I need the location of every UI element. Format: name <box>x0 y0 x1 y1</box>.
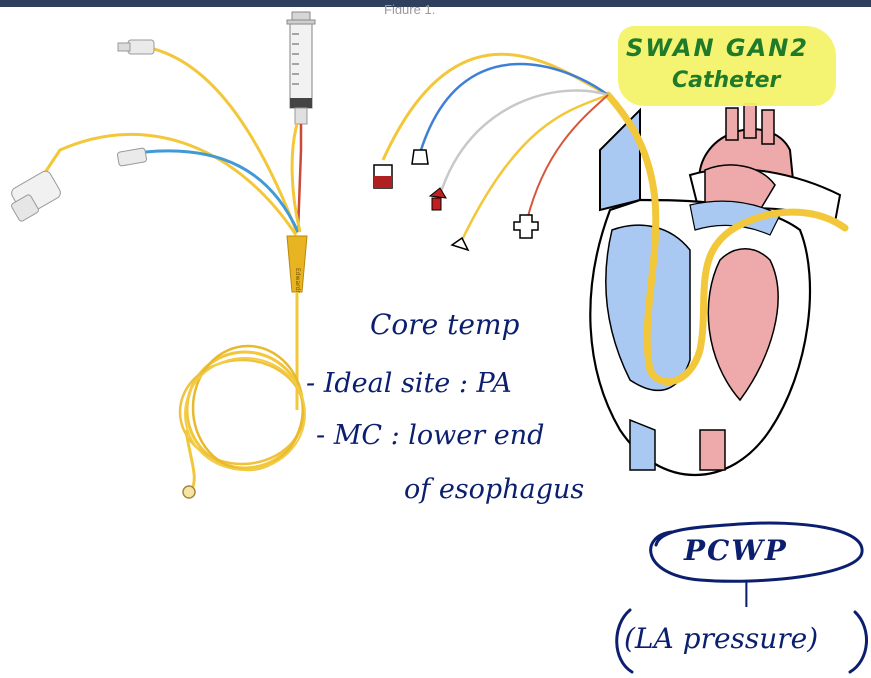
stopcock-connector-icon <box>118 40 154 54</box>
swan-ganz-highlight: SWAN GAN2 Catheter <box>618 26 836 106</box>
catheter-photo: Edwards <box>9 12 315 498</box>
heart-diagram <box>590 95 845 475</box>
la-pressure-note: (LA pressure) <box>624 622 860 655</box>
pcwp-note: PCWP <box>684 534 788 567</box>
distal-connector-icon <box>412 150 428 164</box>
red-arrow-connector-icon <box>430 188 446 210</box>
catheter-lumens-diagram <box>374 54 608 250</box>
catheter-hub-icon: Edwards <box>287 236 307 293</box>
blue-lumen-connector-icon <box>117 148 147 167</box>
arrow-connector-icon <box>452 238 468 250</box>
syringe-icon <box>287 12 315 124</box>
balloon-tip-icon <box>183 486 195 498</box>
cross-connector-icon <box>514 215 538 238</box>
swan-ganz-label: SWAN GAN2 <box>626 34 809 62</box>
core-temp-note: Core temp <box>370 308 519 341</box>
mc-note: - MC : lower end <box>316 420 544 451</box>
proximal-connector-icon <box>374 165 392 188</box>
pcwp-connector: | <box>742 578 751 608</box>
esophagus-note: of esophagus <box>404 474 584 505</box>
ideal-site-note: - Ideal site : PA <box>306 368 512 399</box>
catheter-label: Catheter <box>672 68 780 93</box>
thermistor-connector-icon <box>9 169 62 222</box>
svg-text:Edwards: Edwards <box>294 268 301 293</box>
